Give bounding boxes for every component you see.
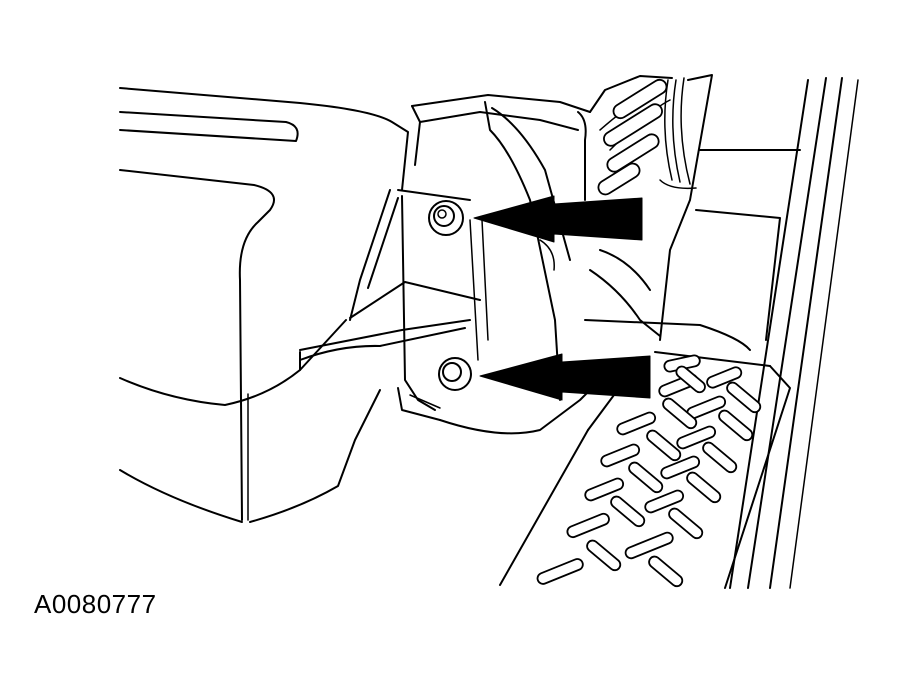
housing-body: [119, 87, 409, 523]
hose-bundle: [659, 77, 697, 190]
mounting-bracket: [299, 189, 489, 421]
upper-arrow: [473, 195, 643, 243]
upper-bolt: [428, 200, 464, 236]
step-plate: [499, 351, 791, 589]
reservoir-housing: [411, 75, 673, 435]
lower-arrow: [479, 353, 651, 401]
lower-bolt: [438, 357, 472, 391]
door-pillar: [584, 74, 859, 589]
figure-id-label: A0080777: [34, 589, 157, 619]
reservoir-slots: [597, 78, 668, 196]
